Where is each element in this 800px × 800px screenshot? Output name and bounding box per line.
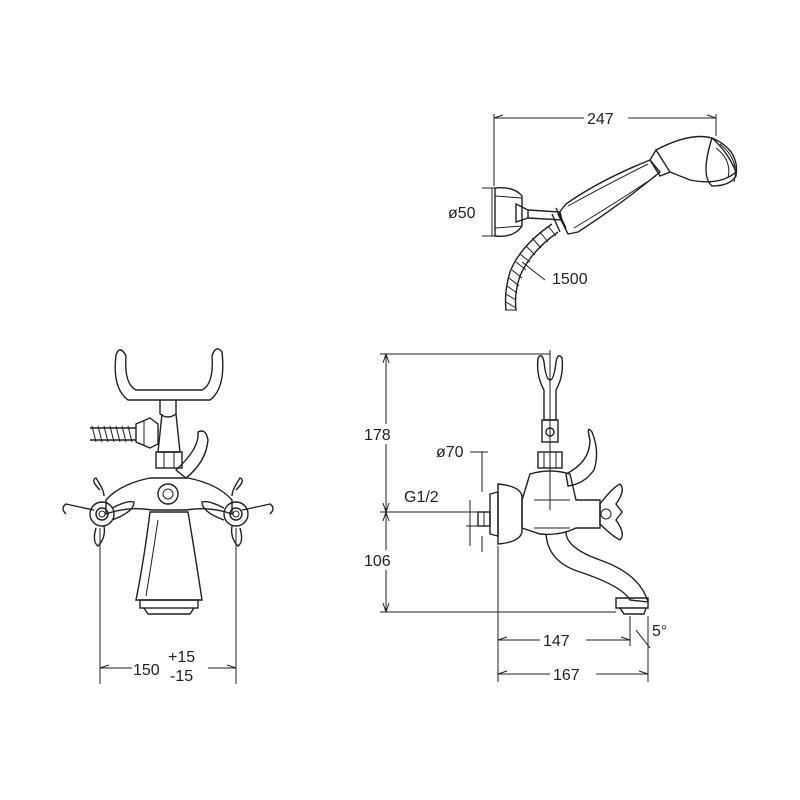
tolerance-plus-label: +15	[168, 649, 195, 666]
thread-size-label: G1/2	[404, 489, 439, 506]
front-view-drawing: 150 +15 -15	[62, 348, 274, 686]
total-projection-label: 167	[553, 667, 580, 684]
lower-height-label: 106	[364, 553, 391, 570]
handshower-length-label: 247	[587, 111, 614, 128]
angle-label: 5°	[652, 623, 667, 640]
holder-diameter-label: ø50	[448, 205, 476, 222]
centers-label: 150	[133, 662, 160, 679]
handshower-drawing: 247 ø50 1500	[448, 108, 738, 311]
upper-height-label: 178	[364, 427, 391, 444]
flange-diameter-label: ø70	[436, 444, 464, 461]
left-cross-handle	[62, 477, 135, 547]
tolerance-minus-label: -15	[170, 668, 193, 685]
spout-projection-label: 147	[543, 633, 570, 650]
side-view-drawing: 178 106 ø70 G1/2 147 167 5°	[362, 350, 667, 684]
right-cross-handle	[201, 477, 274, 547]
hose-length-label: 1500	[552, 271, 588, 288]
